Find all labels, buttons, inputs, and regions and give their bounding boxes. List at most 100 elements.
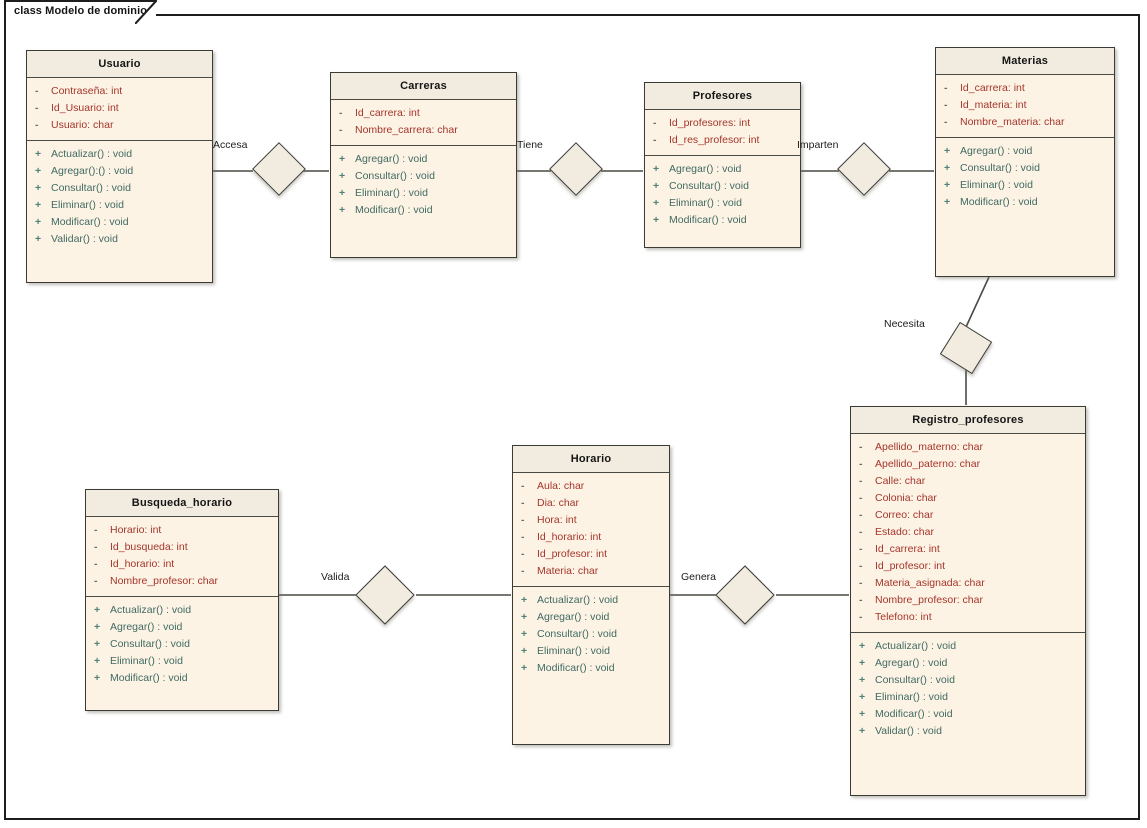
visibility-marker: + bbox=[35, 148, 42, 160]
attribute-text: Apellido_paterno: char bbox=[875, 458, 981, 470]
visibility-marker: - bbox=[339, 107, 343, 119]
attribute-row: -Id_materia: int bbox=[936, 97, 1114, 114]
visibility-marker: - bbox=[859, 611, 863, 623]
operation-row: +Eliminar() : void bbox=[645, 195, 800, 212]
class-operations-materias: +Agregar() : void + Consultar() : void + E… bbox=[936, 138, 1114, 217]
operation-text: Validar() : void bbox=[51, 233, 118, 245]
attribute-text: Nombre_materia: char bbox=[960, 116, 1065, 128]
operation-text: Eliminar() : void bbox=[960, 179, 1033, 191]
operation-row: +Agregar():() : void bbox=[27, 163, 212, 180]
diagram-title-tab[interactable]: class Modelo de dominio bbox=[4, 0, 157, 24]
visibility-marker: + bbox=[35, 165, 42, 177]
attribute-text: Id_horario: int bbox=[110, 558, 175, 570]
operation-row: +Agregar() : void bbox=[331, 151, 516, 168]
attribute-row: -Nombre_profesor: char bbox=[86, 573, 278, 590]
operation-row: + Modificar() : void bbox=[331, 202, 516, 219]
operation-text: Agregar() : void bbox=[537, 611, 610, 623]
visibility-marker: + bbox=[339, 204, 346, 216]
attribute-text: Id_carrera: int bbox=[960, 82, 1025, 94]
operation-text: Eliminar() : void bbox=[875, 691, 948, 703]
operation-row: +Eliminar() : void bbox=[331, 185, 516, 202]
visibility-marker: - bbox=[521, 565, 525, 577]
operation-text: Consultar() : void bbox=[51, 182, 131, 194]
diagram-title-label: class Modelo de dominio bbox=[14, 5, 148, 17]
class-attributes-horario: -Aula: char -Dia: char -Hora: int -Id_ho… bbox=[513, 473, 669, 587]
operation-text: Agregar() : void bbox=[110, 621, 183, 633]
operation-row: +Agregar() : void bbox=[86, 619, 278, 636]
visibility-marker: - bbox=[94, 524, 98, 536]
attribute-text: Id_horario: int bbox=[537, 531, 602, 543]
visibility-marker: + bbox=[859, 708, 866, 720]
operation-text: Consultar() : void bbox=[669, 180, 749, 192]
relationship-label-genera: Genera bbox=[681, 571, 717, 583]
visibility-marker: + bbox=[944, 179, 951, 191]
visibility-marker: - bbox=[859, 526, 863, 538]
class-attributes-materias: -Id_carrera: int -Id_materia: int -Nombr… bbox=[936, 75, 1114, 138]
visibility-marker: + bbox=[94, 672, 101, 684]
operation-row: +Modificar() : void bbox=[27, 214, 212, 231]
uml-class-busqueda-horario[interactable]: Busqueda_horario -Horario: int -Id_busqu… bbox=[85, 489, 279, 711]
uml-class-registro-profesores[interactable]: Registro_profesores -Apellido_materno: c… bbox=[850, 406, 1086, 796]
class-operations-registro-profesores: +Actualizar() : void +Agregar() : void +… bbox=[851, 633, 1085, 746]
class-operations-busqueda-horario: +Actualizar() : void +Agregar() : void +… bbox=[86, 597, 278, 693]
class-attributes-carreras: -Id_carrera: int -Nombre_carrera: char bbox=[331, 100, 516, 146]
attribute-text: Correo: char bbox=[875, 509, 934, 521]
uml-class-materias[interactable]: Materias -Id_carrera: int -Id_materia: i… bbox=[935, 47, 1115, 277]
attribute-text: Telefono: int bbox=[875, 611, 932, 623]
visibility-marker: + bbox=[339, 170, 346, 182]
attribute-text: Id_busqueda: int bbox=[110, 541, 188, 553]
uml-class-carreras[interactable]: Carreras -Id_carrera: int -Nombre_carrer… bbox=[330, 72, 517, 258]
uml-class-horario[interactable]: Horario -Aula: char -Dia: char -Hora: in… bbox=[512, 445, 670, 745]
attribute-row: -Id_carrera: int bbox=[851, 541, 1085, 558]
visibility-marker: - bbox=[859, 475, 863, 487]
uml-class-usuario[interactable]: Usuario -Contraseña: int -Id_Usuario: in… bbox=[26, 50, 213, 283]
operation-row: +Actualizar() : void bbox=[851, 638, 1085, 655]
operation-text: Modificar() : void bbox=[355, 204, 433, 216]
operation-text: Consultar() : void bbox=[960, 162, 1040, 174]
visibility-marker: + bbox=[94, 604, 101, 616]
attribute-row: -Id_horario: int bbox=[513, 529, 669, 546]
visibility-marker: - bbox=[521, 531, 525, 543]
operation-row: + Validar() : void bbox=[851, 723, 1085, 740]
operation-row: +Modificar() : void bbox=[86, 670, 278, 687]
operation-row: +Validar() : void bbox=[27, 231, 212, 248]
attribute-text: Id_carrera: int bbox=[875, 543, 940, 555]
operation-row: +Consultar() : void bbox=[86, 636, 278, 653]
operation-row: +Agregar() : void bbox=[936, 143, 1114, 160]
attribute-text: Aula: char bbox=[537, 480, 585, 492]
attribute-row: -Colonia: char bbox=[851, 490, 1085, 507]
visibility-marker: + bbox=[653, 180, 660, 192]
operation-text: Agregar() : void bbox=[355, 153, 428, 165]
operation-text: Eliminar() : void bbox=[355, 187, 428, 199]
visibility-marker: + bbox=[653, 163, 660, 175]
class-attributes-usuario: -Contraseña: int -Id_Usuario: int -Usuar… bbox=[27, 78, 212, 141]
visibility-marker: + bbox=[859, 674, 866, 686]
visibility-marker: + bbox=[653, 214, 660, 226]
uml-class-profesores[interactable]: Profesores -Id_profesores: int -Id_res_p… bbox=[644, 82, 801, 248]
visibility-marker: + bbox=[94, 638, 101, 650]
visibility-marker: + bbox=[859, 657, 866, 669]
visibility-marker: + bbox=[859, 725, 866, 737]
relationship-label-necesita: Necesita bbox=[884, 318, 925, 330]
operation-row: +Actualizar() : void bbox=[27, 146, 212, 163]
visibility-marker: - bbox=[521, 480, 525, 492]
operation-text: Modificar() : void bbox=[875, 708, 953, 720]
operation-row: +Agregar() : void bbox=[513, 609, 669, 626]
operation-text: Modificar() : void bbox=[669, 214, 747, 226]
attribute-row: -Id_busqueda: int bbox=[86, 539, 278, 556]
operation-text: Actualizar() : void bbox=[537, 594, 619, 606]
operation-row: + Consultar() : void bbox=[645, 178, 800, 195]
visibility-marker: - bbox=[653, 117, 657, 129]
tab-slant-edge bbox=[135, 0, 157, 24]
attribute-row: -Apellido_materno: char bbox=[851, 439, 1085, 456]
operation-row: + Eliminar() : void bbox=[936, 177, 1114, 194]
visibility-marker: + bbox=[521, 594, 528, 606]
visibility-marker: + bbox=[859, 640, 866, 652]
operation-row: +Eliminar() : void bbox=[27, 197, 212, 214]
class-name-busqueda-horario: Busqueda_horario bbox=[86, 490, 278, 517]
operation-text: Validar() : void bbox=[875, 725, 942, 737]
relationship-label-imparten: Imparten bbox=[797, 139, 839, 151]
visibility-marker: - bbox=[653, 134, 657, 146]
visibility-marker: - bbox=[944, 116, 948, 128]
visibility-marker: - bbox=[859, 543, 863, 555]
